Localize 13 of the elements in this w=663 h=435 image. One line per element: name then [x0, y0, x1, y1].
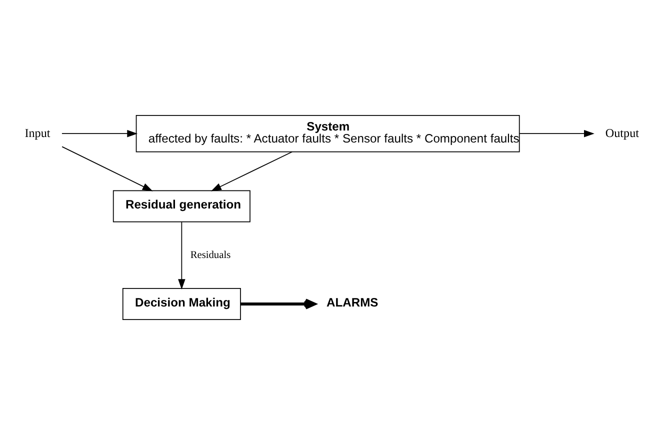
arrow [62, 130, 138, 138]
node-box: Residual generation [112, 190, 250, 222]
arrow [62, 146, 153, 192]
arrow [210, 151, 292, 192]
arrow [178, 222, 186, 290]
node-box: Decision Making [122, 288, 241, 320]
node-text: ALARMS [326, 295, 378, 310]
node-text: Output [605, 126, 640, 140]
arrow [240, 298, 316, 310]
node-text: Input [24, 126, 50, 140]
node-box: System affected by faults: * Actuator faults * Sensor faults * Component faults [136, 115, 520, 152]
arrow [519, 130, 594, 138]
edge-label: Residuals [190, 250, 231, 262]
